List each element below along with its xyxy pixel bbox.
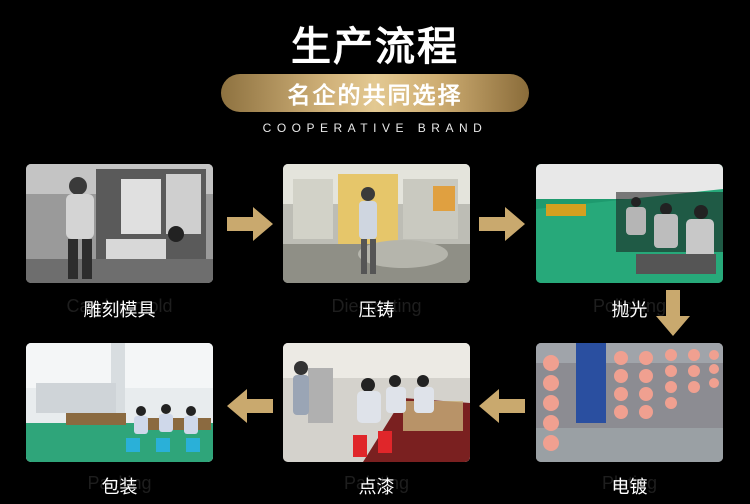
step-label-packing: 包装 [101,477,138,498]
painting-workshop-photo [283,343,470,462]
diecasting-workshop-photo [283,164,470,283]
slogan-banner: 名企的共同选择 [221,74,529,112]
step-photo-polishing [536,164,723,283]
carving-machine-photo [26,164,213,283]
arrow-left-icon [227,389,273,423]
plating-line-photo [536,343,723,462]
polishing-workshop-photo [536,164,723,283]
arrow-right-icon [479,207,525,241]
step-photo-painting [283,343,470,462]
step-ghost-packing: Packing [87,473,152,493]
step-label-plating: 电镀 [611,477,648,498]
step-photo-plating [536,343,723,462]
arrow-right-icon [227,207,273,241]
step-ghost-plating: Plating [601,473,658,493]
slogan-text: 名企的共同选择 [287,83,463,109]
arrow-left-icon [479,389,525,423]
step-ghost-diecasting: Die-casting [331,296,422,316]
step-ghost-polishing: Polishing [592,296,667,316]
step-label-painting: 点漆 [358,477,395,498]
packing-workshop-photo [26,343,213,462]
subtitle: COOPERATIVE BRAND [262,121,488,135]
step-ghost-painting: Painting [343,473,410,493]
step-photo-carving [26,164,213,283]
step-photo-packing [26,343,213,462]
page-title: 生产流程 [291,24,459,70]
step-label-polishing: 抛光 [611,300,648,321]
step-photo-diecasting [283,164,470,283]
arrow-down-icon [656,290,690,336]
step-label-carving: 雕刻模具 [83,300,156,321]
step-ghost-carving: Carving mold [66,296,173,316]
step-label-diecasting: 压铸 [358,300,395,321]
